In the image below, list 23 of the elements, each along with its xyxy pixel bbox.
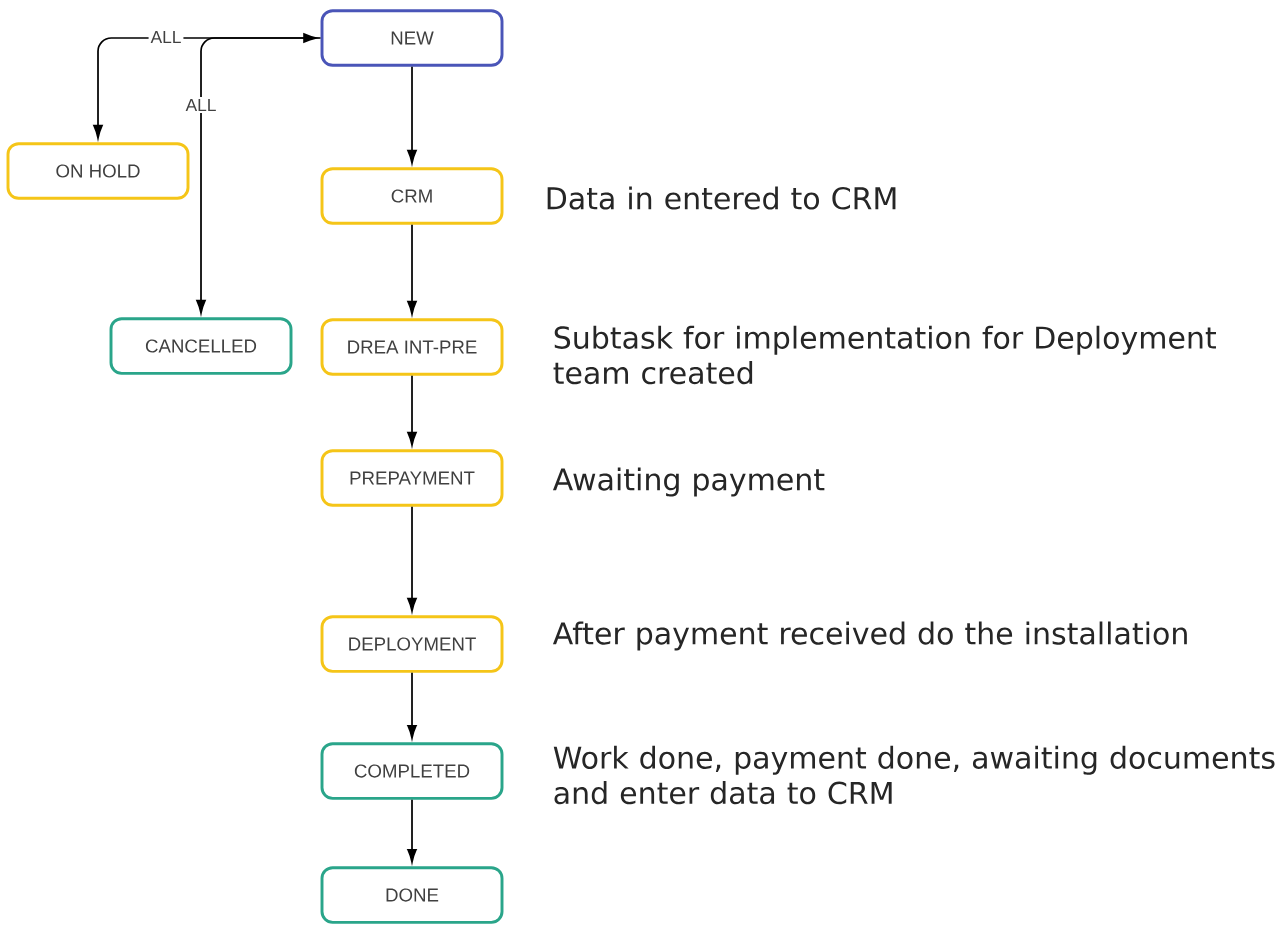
status-box: DREA INT-PRE <box>320 318 504 376</box>
status-box: DONE <box>320 866 504 924</box>
arrow <box>407 65 417 164</box>
description-text: Awaiting payment <box>552 467 825 497</box>
status-box: PREPAYMENT <box>320 449 504 507</box>
arrow <box>407 223 417 315</box>
arrow <box>407 374 417 446</box>
status-box: CRM <box>320 167 504 225</box>
description-text: After payment received do the installation <box>552 621 1187 651</box>
description-text: Subtask for implementation for Deployment team created <box>553 325 1216 385</box>
arrow <box>407 505 417 612</box>
edge-label: ALL <box>148 29 184 45</box>
status-box: NEW <box>320 9 504 67</box>
status-box: ON HOLD <box>6 142 190 200</box>
description-text: Data in entered to CRM <box>547 186 896 210</box>
arrow <box>196 37 322 314</box>
description-text: Work done, payment done, awaiting documents and enter data to CRM <box>553 745 1275 805</box>
arrow <box>407 671 417 739</box>
status-box: DEPLOYMENT <box>320 615 504 673</box>
arrow <box>407 798 417 863</box>
status-box: COMPLETED <box>320 742 504 800</box>
edge-label: ALL <box>183 97 219 113</box>
status-box: CANCELLED <box>109 317 293 375</box>
